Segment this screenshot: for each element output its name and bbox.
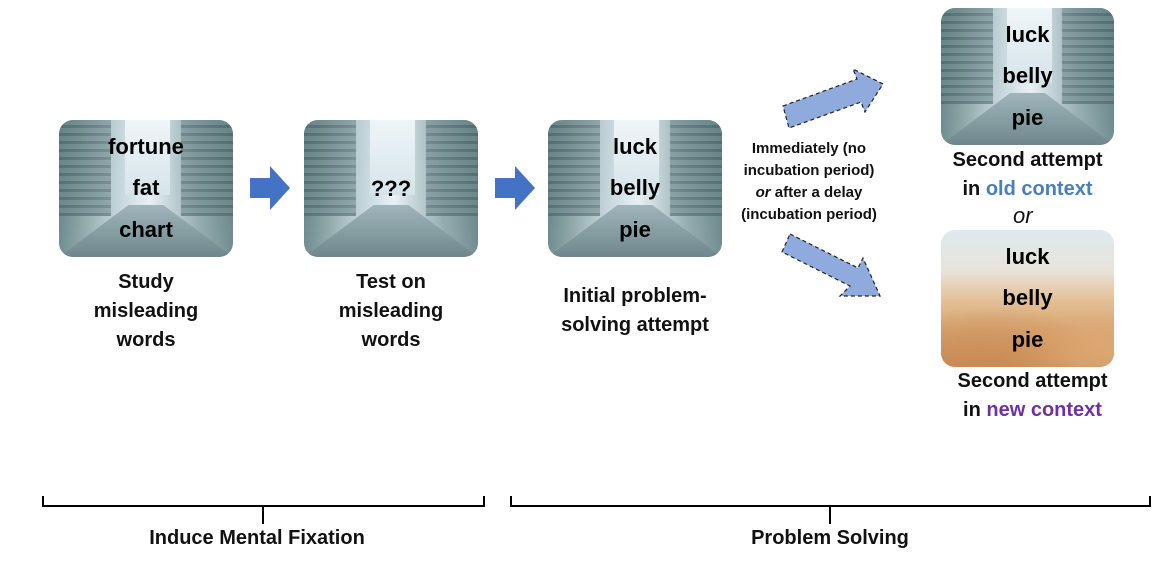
new-context-word: luck bbox=[1005, 243, 1050, 269]
city-buildings-right bbox=[180, 120, 233, 216]
caption-line: words bbox=[361, 329, 421, 351]
delay-line: Immediately (no bbox=[751, 140, 867, 157]
delay-description: Immediately (no incubation period) or af… bbox=[730, 138, 888, 226]
caption-line: words bbox=[116, 329, 176, 351]
caption-line: Second attempt bbox=[957, 370, 1108, 392]
old-context-word: belly bbox=[1002, 63, 1053, 89]
city-buildings-left bbox=[304, 120, 357, 216]
problem-solving-label: Problem Solving bbox=[751, 527, 909, 549]
initial-image-panel: luck belly pie bbox=[548, 120, 722, 257]
initial-word: pie bbox=[619, 217, 651, 243]
old-context-word: luck bbox=[1005, 21, 1050, 47]
initial-word: luck bbox=[612, 133, 658, 159]
study-image-panel: fortune fat chart bbox=[59, 120, 233, 257]
study-caption: Study misleading words bbox=[59, 268, 233, 355]
city-buildings-left bbox=[59, 120, 112, 216]
city-buildings-right bbox=[669, 120, 722, 216]
city-buildings-left bbox=[548, 120, 601, 216]
new-context-highlight: new context bbox=[986, 399, 1102, 421]
old-context-image-panel: luck belly pie bbox=[941, 8, 1114, 145]
or-separator: or bbox=[1013, 203, 1033, 228]
caption-line: Test on bbox=[356, 271, 426, 293]
new-context-image-panel: luck belly pie bbox=[941, 230, 1114, 367]
delay-line: (incubation period) bbox=[741, 206, 877, 223]
old-context-word-list: luck belly pie bbox=[941, 8, 1114, 145]
desert-dunes bbox=[941, 305, 1114, 367]
new-context-word: belly bbox=[1002, 285, 1053, 311]
new-context-word-list: luck belly pie bbox=[941, 230, 1114, 367]
city-buildings-right bbox=[425, 120, 478, 216]
delay-line-rest: after a delay bbox=[770, 184, 863, 201]
caption-line: Second attempt bbox=[952, 149, 1103, 171]
caption-line: in new context bbox=[930, 396, 1135, 425]
caption-line: Initial problem- bbox=[563, 285, 707, 307]
diagonal-down-arrow-icon bbox=[781, 233, 881, 297]
test-word: ??? bbox=[370, 175, 412, 201]
delay-line: or after a delay bbox=[730, 182, 888, 204]
initial-word-list: luck belly pie bbox=[548, 120, 722, 257]
diagonal-up-arrow-icon bbox=[782, 67, 884, 129]
city-buildings-left bbox=[941, 8, 993, 104]
caption-line: in old context bbox=[925, 175, 1130, 204]
caption-line: misleading bbox=[338, 300, 444, 322]
initial-caption: Initial problem- solving attempt bbox=[540, 282, 730, 340]
induce-fixation-label: Induce Mental Fixation bbox=[149, 527, 365, 549]
old-context-word: pie bbox=[1011, 105, 1044, 131]
test-word-list: ??? bbox=[304, 120, 478, 257]
old-context-caption: Second attempt in old context bbox=[925, 146, 1130, 204]
caption-line: Study bbox=[118, 271, 174, 293]
city-buildings-right bbox=[1062, 8, 1114, 104]
caption-prefix: in bbox=[963, 399, 987, 421]
right-arrow-icon bbox=[250, 166, 290, 210]
new-context-word: pie bbox=[1011, 327, 1044, 353]
new-context-caption: Second attempt in new context bbox=[930, 367, 1135, 425]
caption-line: solving attempt bbox=[561, 314, 709, 336]
test-image-panel: ??? bbox=[304, 120, 478, 257]
right-bracket bbox=[510, 496, 1151, 524]
right-arrow-icon bbox=[495, 166, 535, 210]
delay-or: or bbox=[755, 184, 771, 201]
left-bracket bbox=[42, 496, 485, 524]
study-word: fortune bbox=[108, 133, 184, 159]
study-word: chart bbox=[119, 217, 173, 243]
study-word-list: fortune fat chart bbox=[59, 120, 233, 257]
test-caption: Test on misleading words bbox=[304, 268, 478, 355]
initial-word: belly bbox=[609, 175, 661, 201]
caption-line: misleading bbox=[93, 300, 199, 322]
study-word: fat bbox=[132, 175, 160, 201]
old-context-highlight: old context bbox=[985, 178, 1093, 200]
caption-prefix: in bbox=[962, 178, 986, 200]
delay-line: incubation period) bbox=[743, 162, 875, 179]
